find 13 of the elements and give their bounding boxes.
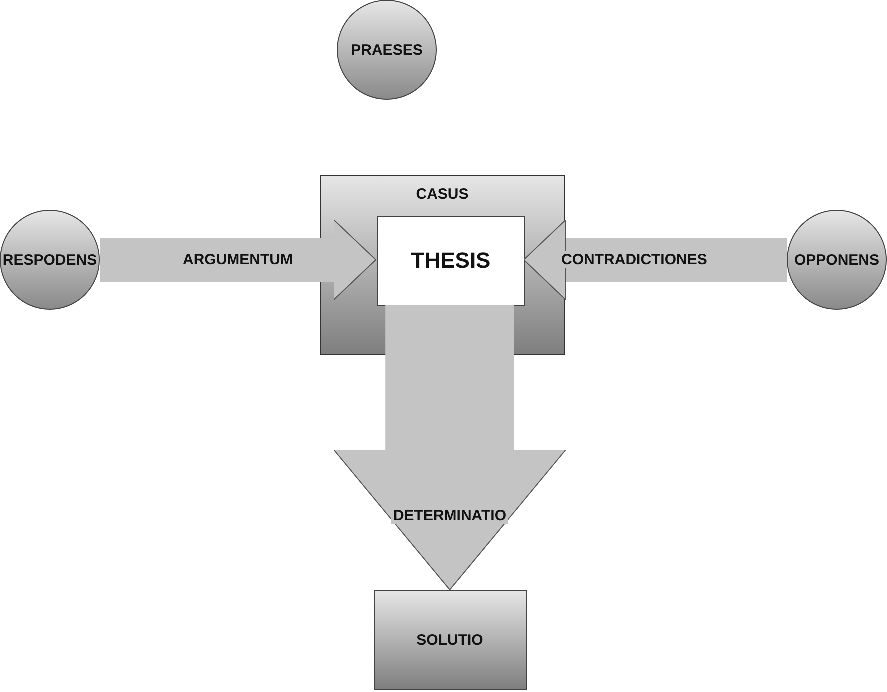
shaded-box xyxy=(374,590,526,690)
block-arrow xyxy=(334,305,566,590)
thesis-box xyxy=(377,216,525,306)
node-label: SOLUTIO xyxy=(416,632,484,648)
block-arrow xyxy=(100,220,376,300)
node-label: THESIS xyxy=(411,248,491,274)
node-label: OPPONENS xyxy=(794,252,880,268)
edge-label: CONTRADICTIONES xyxy=(560,252,710,268)
group-title: CASUS xyxy=(416,186,469,203)
block-arrow xyxy=(524,220,787,300)
edge-label: DETERMINATIO xyxy=(391,507,509,524)
node-label: PRAESES xyxy=(351,42,423,58)
node-label: RESPODENS xyxy=(2,252,98,268)
